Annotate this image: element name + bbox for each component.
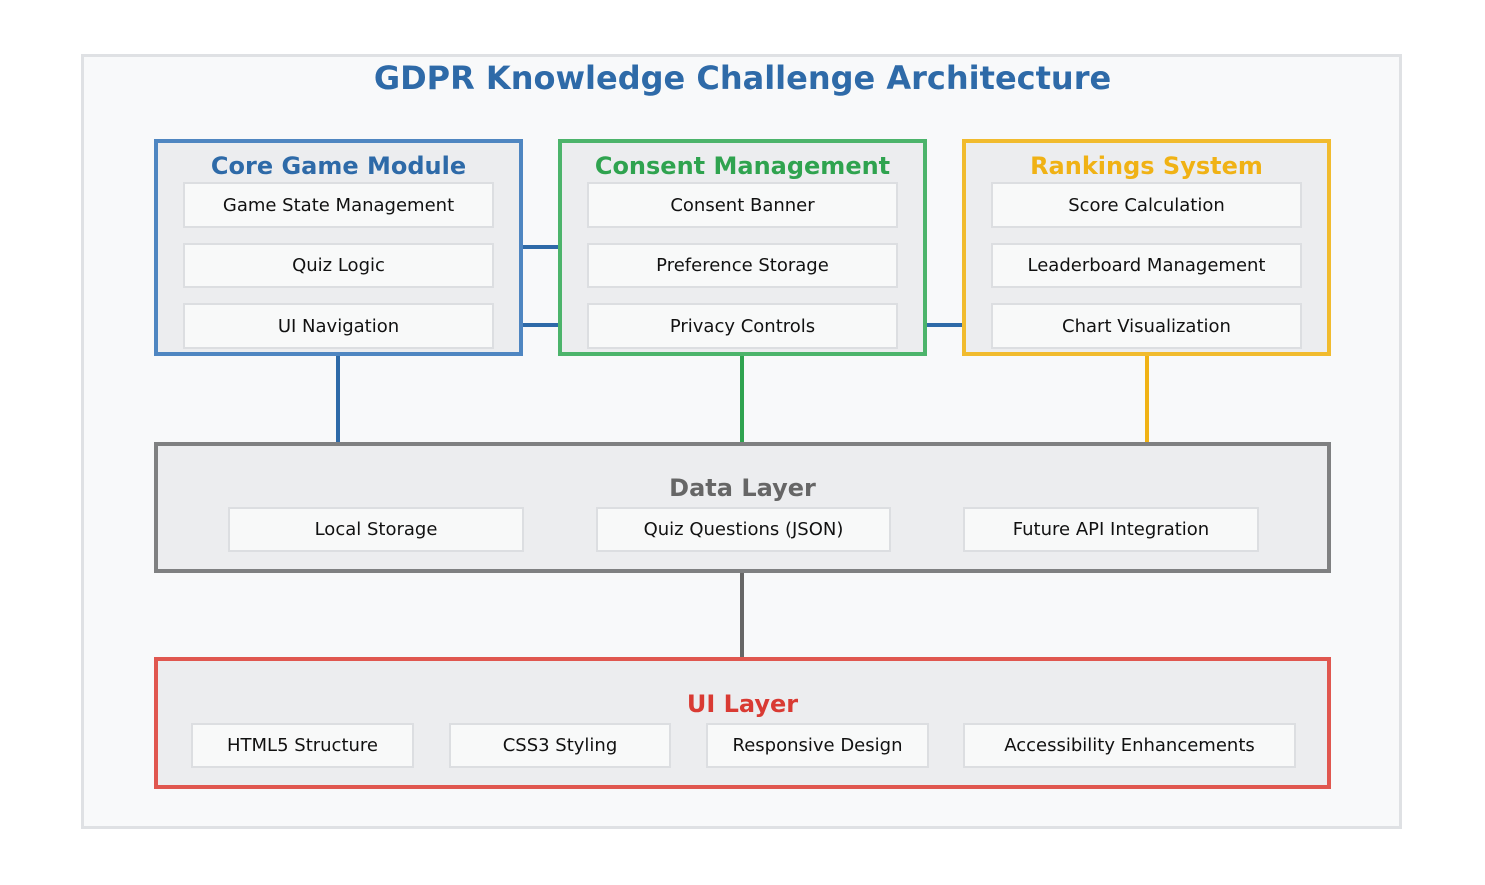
item-local-storage: Local Storage	[228, 507, 524, 552]
data-layer-module: Data Layer Local Storage Quiz Questions …	[154, 442, 1331, 573]
connector-data-ui	[740, 572, 744, 659]
item-game-state-management: Game State Management	[183, 182, 494, 228]
diagram-title: GDPR Knowledge Challenge Architecture	[373, 59, 1112, 97]
connector-consent-data	[740, 354, 744, 444]
consent-management-title: Consent Management	[594, 152, 891, 180]
item-html5-structure: HTML5 Structure	[191, 723, 414, 768]
connector-core-rankings-right	[925, 323, 965, 327]
item-chart-visualization: Chart Visualization	[991, 303, 1302, 349]
item-consent-banner: Consent Banner	[587, 182, 898, 228]
connector-core-consent-top	[520, 245, 561, 249]
rankings-system-title: Rankings System	[1030, 152, 1263, 180]
connector-core-data	[336, 354, 340, 444]
item-quiz-questions-json: Quiz Questions (JSON)	[596, 507, 891, 552]
item-leaderboard-management: Leaderboard Management	[991, 243, 1302, 288]
item-ui-navigation: UI Navigation	[183, 303, 494, 349]
ui-layer-module: UI Layer HTML5 Structure CSS3 Styling Re…	[154, 657, 1331, 789]
item-score-calculation: Score Calculation	[991, 182, 1302, 228]
core-game-module-title: Core Game Module	[210, 152, 467, 180]
item-css3-styling: CSS3 Styling	[449, 723, 671, 768]
connector-core-rankings-left	[520, 323, 561, 327]
data-layer-title: Data Layer	[669, 474, 816, 502]
item-quiz-logic: Quiz Logic	[183, 243, 494, 288]
ui-layer-title: UI Layer	[686, 690, 799, 718]
item-future-api-integration: Future API Integration	[963, 507, 1259, 552]
item-responsive-design: Responsive Design	[706, 723, 929, 768]
connector-rankings-data	[1145, 354, 1149, 444]
rankings-system-module: Rankings System Score Calculation Leader…	[962, 139, 1331, 356]
core-game-module: Core Game Module Game State Management Q…	[154, 139, 523, 356]
item-privacy-controls: Privacy Controls	[587, 303, 898, 349]
item-preference-storage: Preference Storage	[587, 243, 898, 288]
consent-management-module: Consent Management Consent Banner Prefer…	[558, 139, 927, 356]
item-accessibility-enhancements: Accessibility Enhancements	[963, 723, 1296, 768]
